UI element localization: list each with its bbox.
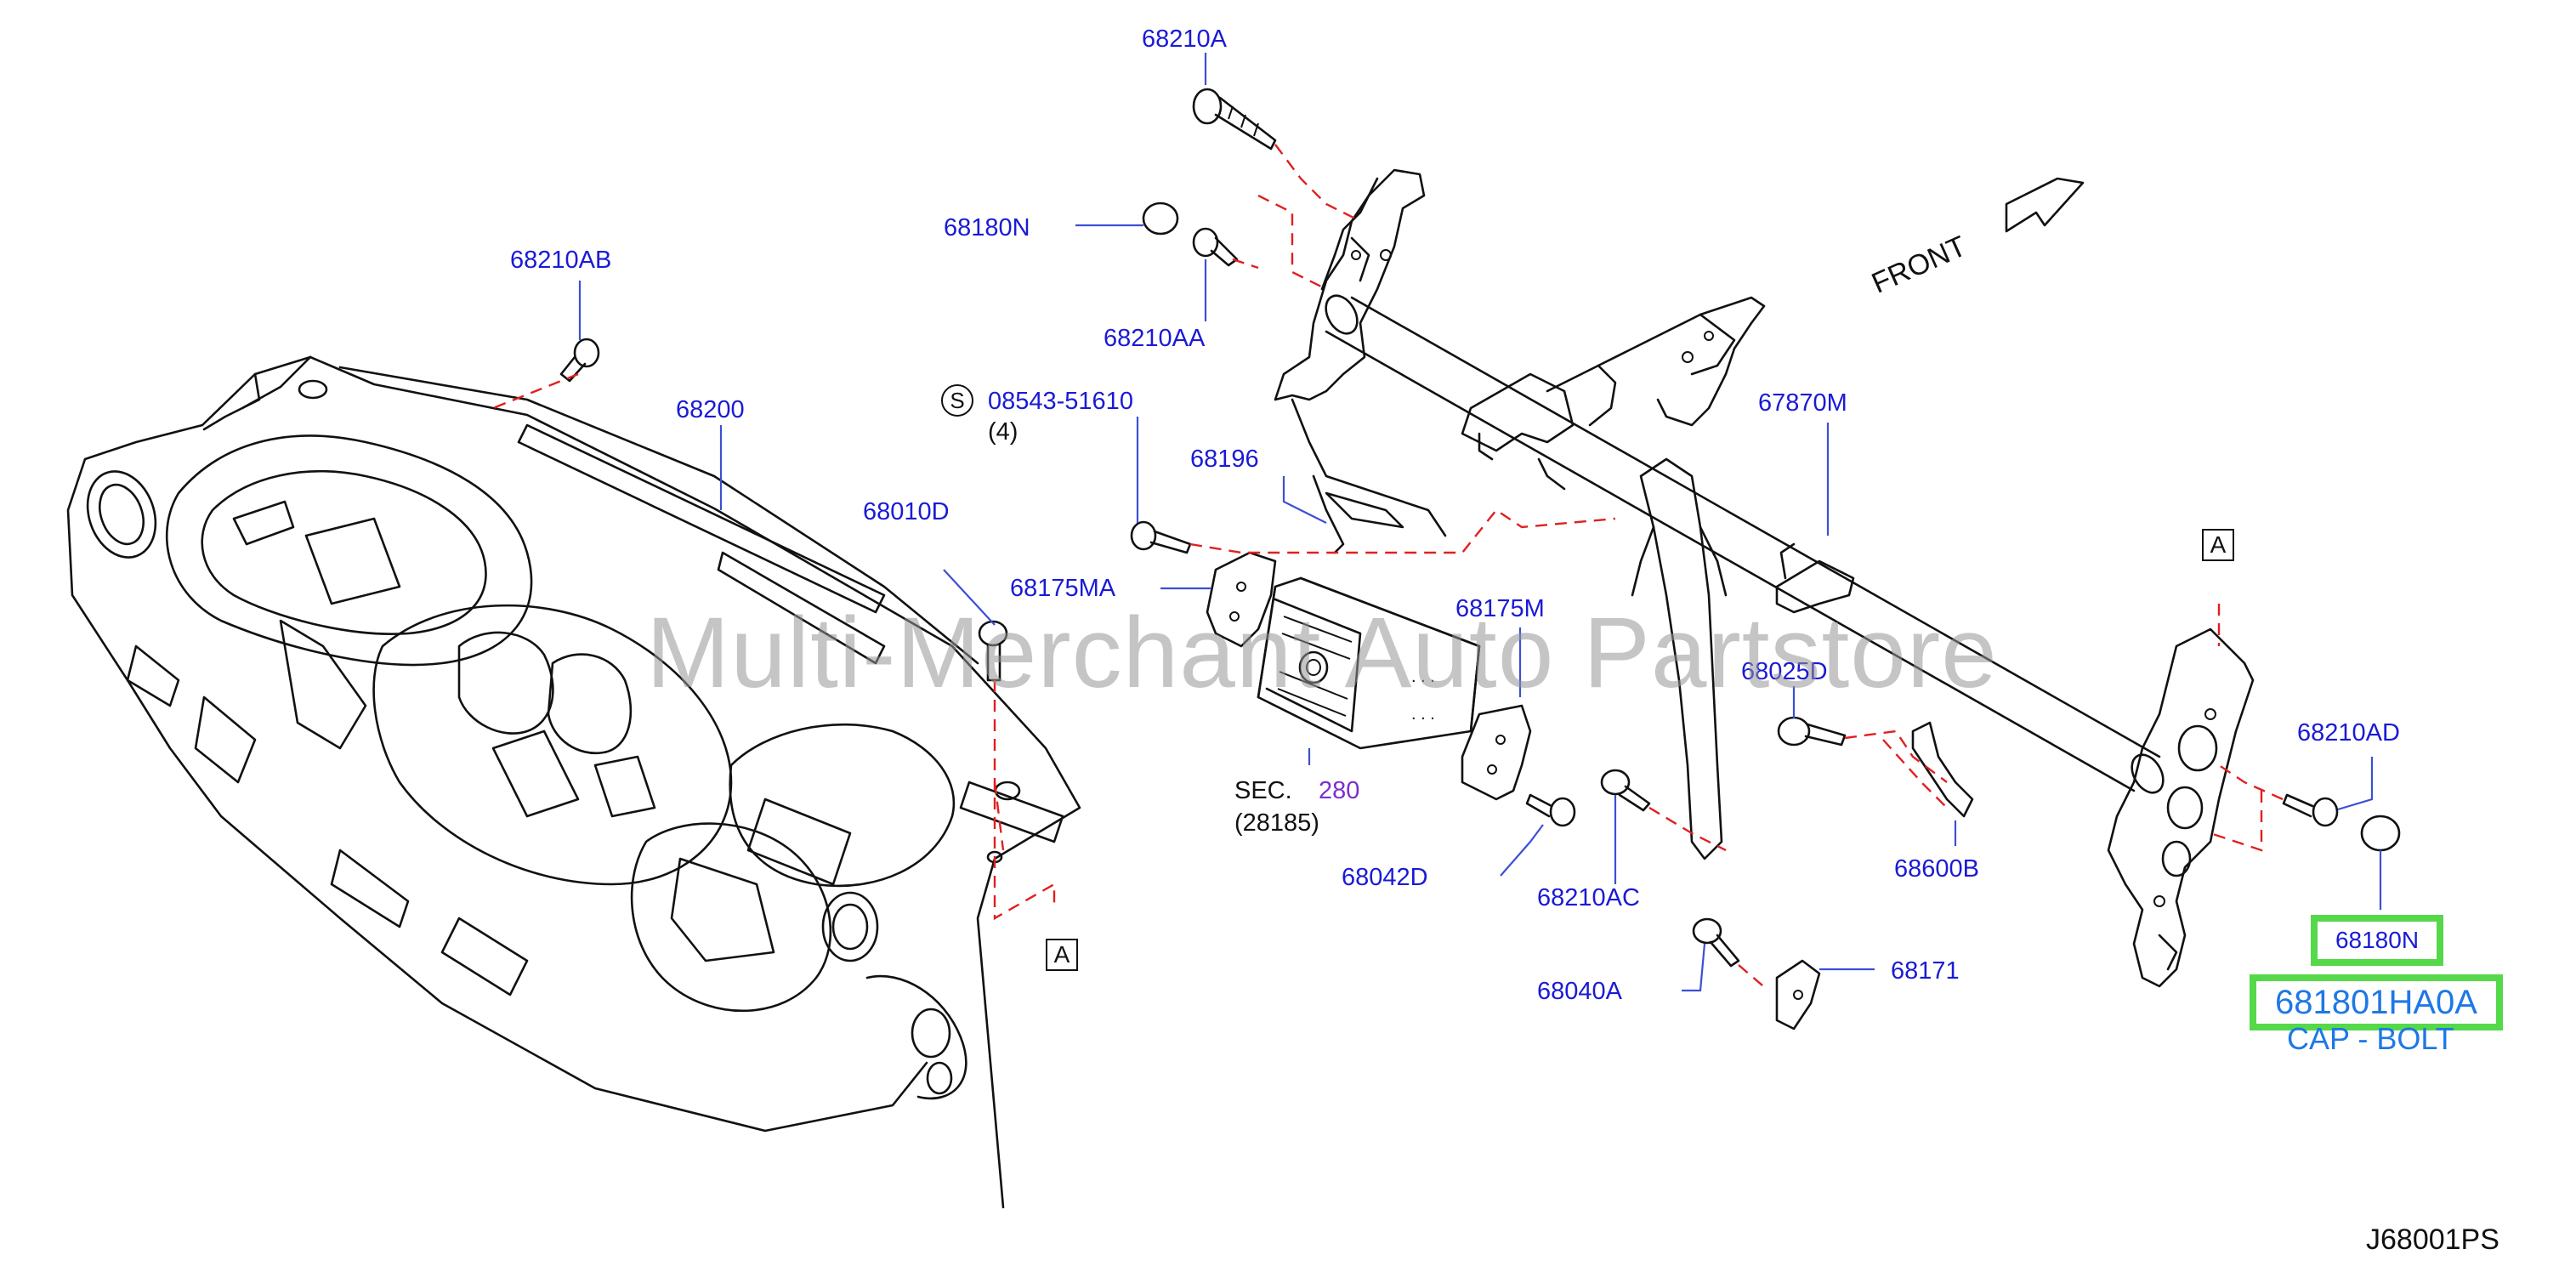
highlight-part-ref: 68180N: [2335, 927, 2420, 953]
label-67870M[interactable]: 67870M: [1758, 389, 1847, 417]
label-68025D[interactable]: 68025D: [1741, 658, 1828, 685]
bolt-68210AA: [1192, 227, 1239, 267]
bolt-68210A: [1192, 88, 1277, 150]
bolt-08543-51610: [1130, 520, 1192, 554]
diagram-code: J68001PS: [2366, 1223, 2499, 1256]
label-68042D[interactable]: 68042D: [1342, 864, 1428, 891]
bracket-68171: [1775, 959, 1821, 1030]
steering-member-67870M: [1274, 168, 2255, 988]
label-sec-prefix: SEC.: [1234, 777, 1292, 804]
label-68210AD[interactable]: 68210AD: [2297, 719, 2400, 747]
bolt-68210AD: [2282, 793, 2339, 827]
audio-head-unit: . . . . . .: [1257, 576, 1481, 750]
label-68600B[interactable]: 68600B: [1894, 855, 1979, 883]
label-68210AA[interactable]: 68210AA: [1104, 325, 1206, 352]
label-68010D[interactable]: 68010D: [863, 498, 950, 525]
label-68196[interactable]: 68196: [1190, 446, 1259, 473]
label-68180N-top[interactable]: 68180N: [944, 214, 1030, 241]
label-08543-51610[interactable]: 08543-51610: [988, 388, 1133, 415]
svg-text:. . .: . . .: [1411, 667, 1435, 686]
bolt-68025D: [1777, 716, 1847, 747]
bracket-68175MA: [1206, 551, 1277, 648]
bolt-68042D: [1525, 793, 1576, 827]
cap-68180N-bottom: [2360, 815, 2401, 852]
svg-text:. . .: . . .: [1411, 705, 1435, 724]
highlight-part-name: CAP - BOLT: [2287, 1021, 2454, 1056]
cap-68180N-top: [1142, 202, 1179, 236]
reference-box-a-right: A: [2202, 529, 2234, 561]
label-68040A[interactable]: 68040A: [1537, 978, 1622, 1005]
label-08543-quantity: (4): [988, 418, 1018, 446]
bolt-68040A: [1692, 917, 1740, 968]
label-68175MA[interactable]: 68175MA: [1010, 575, 1116, 602]
assembly-lines: [492, 144, 2284, 991]
label-68210A[interactable]: 68210A: [1142, 26, 1227, 53]
bolt-68210AC: [1600, 769, 1651, 812]
leader-lines: [578, 53, 2382, 992]
bracket-68600B: [1911, 721, 1974, 818]
front-arrow-icon: [2005, 177, 2085, 233]
bolt-68210AB: [559, 338, 600, 383]
label-sec-280[interactable]: 280: [1319, 777, 1360, 804]
highlight-box-68180N[interactable]: 68180N: [2311, 915, 2443, 966]
watermark-text: Multi-Merchant Auto Partstore: [646, 597, 1998, 709]
label-68171[interactable]: 68171: [1891, 957, 1960, 985]
highlight-part-number: 681801HA0A: [2275, 984, 2477, 1021]
service-part-symbol: S: [941, 384, 973, 417]
bracket-68175M: [1461, 704, 1532, 801]
instrument-panel-68200: [66, 355, 1081, 1209]
label-68200[interactable]: 68200: [676, 396, 745, 423]
label-68210AC[interactable]: 68210AC: [1537, 884, 1640, 911]
label-68210AB[interactable]: 68210AB: [510, 247, 612, 274]
label-68175M[interactable]: 68175M: [1455, 595, 1545, 622]
highlight-box-part-number[interactable]: 681801HA0A: [2250, 974, 2503, 1030]
label-sec-28185: (28185): [1234, 809, 1319, 837]
reference-box-a-left: A: [1046, 939, 1078, 971]
